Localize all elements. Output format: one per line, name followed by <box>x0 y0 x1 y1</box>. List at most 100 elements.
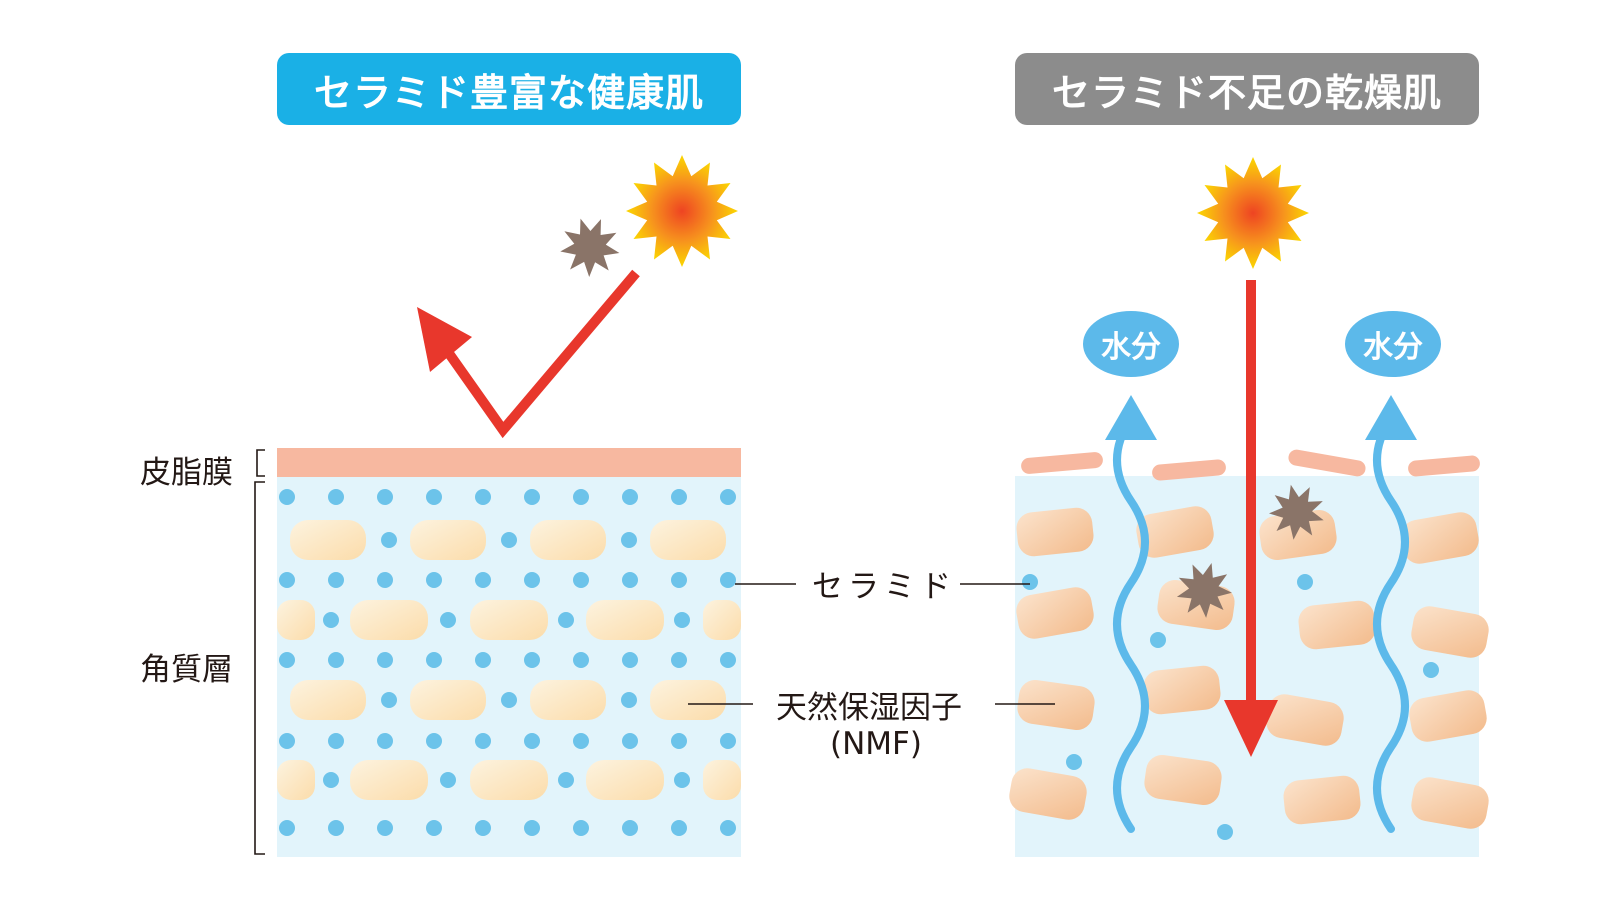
nmf-cell <box>290 520 366 560</box>
uv-arrows <box>417 269 1278 757</box>
nmf-cell <box>703 600 741 640</box>
ceramide-dot <box>328 733 344 749</box>
water-badge-right: 水分 <box>1345 311 1441 377</box>
ceramide-dot <box>328 820 344 836</box>
stratum-corneum-label: 角質層 <box>140 652 233 688</box>
healthy-skin-header: セラミド豊富な健康肌 <box>277 53 741 125</box>
ceramide-dot <box>621 532 637 548</box>
ceramide-dot <box>573 733 589 749</box>
nmf-cell <box>290 680 366 720</box>
sebum-film <box>277 448 741 477</box>
ceramide-dot <box>501 532 517 548</box>
ceramide-dot <box>671 572 687 588</box>
moisture-arrow-left <box>1113 415 1149 833</box>
dry-skin-header: セラミド不足の乾燥肌 <box>1015 53 1479 125</box>
ceramide-dot <box>524 820 540 836</box>
ceramide-dot <box>671 652 687 668</box>
nmf-cell <box>410 520 486 560</box>
ceramide-dot <box>524 489 540 505</box>
sun-icon <box>626 155 738 267</box>
dry-cell <box>1016 507 1094 557</box>
dry-cell <box>1144 754 1222 806</box>
ceramide-dot <box>573 820 589 836</box>
healthy-skin-section <box>277 448 741 857</box>
ceramide-label: セラミド <box>812 569 956 605</box>
nmf-abbr-label: (NMF) <box>830 726 922 762</box>
dry-cell <box>1283 775 1361 825</box>
moisture-arrow-right <box>1373 415 1409 833</box>
ceramide-dot <box>1022 574 1038 590</box>
ceramide-dot <box>622 733 638 749</box>
ceramide-dot <box>573 489 589 505</box>
dry-cell <box>1411 606 1489 658</box>
ceramide-dot <box>622 572 638 588</box>
ceramide-dot <box>720 489 736 505</box>
ceramide-dot <box>558 772 574 788</box>
dry-cell <box>1143 665 1221 715</box>
ceramide-dot <box>720 820 736 836</box>
ceramide-dot <box>671 489 687 505</box>
ceramide-dot <box>621 692 637 708</box>
nmf-cell <box>586 760 664 800</box>
ceramide-dot <box>279 820 295 836</box>
nmf-cell <box>410 680 486 720</box>
water-badge-left: 水分 <box>1083 311 1179 377</box>
ceramide-dot <box>475 733 491 749</box>
ceramide-dot <box>475 820 491 836</box>
dry-cell <box>1266 694 1344 746</box>
ceramide-dot <box>377 820 393 836</box>
nmf-cell <box>650 680 726 720</box>
nmf-cell <box>530 680 606 720</box>
ceramide-dot <box>377 572 393 588</box>
ceramide-dot <box>440 772 456 788</box>
irritant-icon <box>560 218 620 277</box>
ceramide-dot <box>426 820 442 836</box>
stratum-bracket <box>254 481 265 855</box>
ceramide-dot <box>622 820 638 836</box>
dry-cell <box>1411 777 1489 829</box>
dry-cell <box>1409 690 1487 742</box>
nmf-cell <box>277 760 315 800</box>
nmf-cell <box>586 600 664 640</box>
ceramide-dot <box>377 733 393 749</box>
ceramide-dot <box>622 652 638 668</box>
ceramide-dot <box>328 572 344 588</box>
dry-cell <box>1298 600 1376 650</box>
reflect-arrow-head <box>417 307 472 372</box>
dry-cell <box>1009 768 1087 820</box>
ceramide-dot <box>524 733 540 749</box>
sebum-film-label: 皮脂膜 <box>140 455 233 491</box>
ceramide-dot <box>426 489 442 505</box>
ceramide-dot <box>524 652 540 668</box>
dry-cell <box>1016 587 1094 639</box>
nmf-label: 天然保湿因子 <box>776 690 962 726</box>
ceramide-dot <box>323 612 339 628</box>
ceramide-dot <box>720 572 736 588</box>
ceramide-dot <box>426 652 442 668</box>
nmf-cell <box>470 760 548 800</box>
irritant-icon <box>1176 563 1232 618</box>
ceramide-dot <box>328 652 344 668</box>
moisture-arrow-left-head <box>1105 395 1157 440</box>
ceramide-dot <box>381 692 397 708</box>
leader-lines <box>254 449 1055 855</box>
dry-cell <box>1401 512 1479 564</box>
ceramide-dot <box>1297 574 1313 590</box>
ceramide-dot <box>1423 662 1439 678</box>
ceramide-dot <box>279 733 295 749</box>
nmf-cell <box>350 600 428 640</box>
irritant-icon <box>1269 484 1324 540</box>
ceramide-dot <box>622 489 638 505</box>
ceramide-dot <box>674 772 690 788</box>
ceramide-dot <box>377 489 393 505</box>
ceramide-dot <box>720 652 736 668</box>
ceramide-dot <box>1217 824 1233 840</box>
ceramide-dot <box>279 572 295 588</box>
ceramide-dot <box>671 820 687 836</box>
sun-icon <box>1197 157 1309 269</box>
nmf-cell <box>650 520 726 560</box>
ceramide-dot <box>426 733 442 749</box>
sebum-bracket <box>256 449 265 477</box>
penetrate-arrow-head <box>1224 700 1278 757</box>
